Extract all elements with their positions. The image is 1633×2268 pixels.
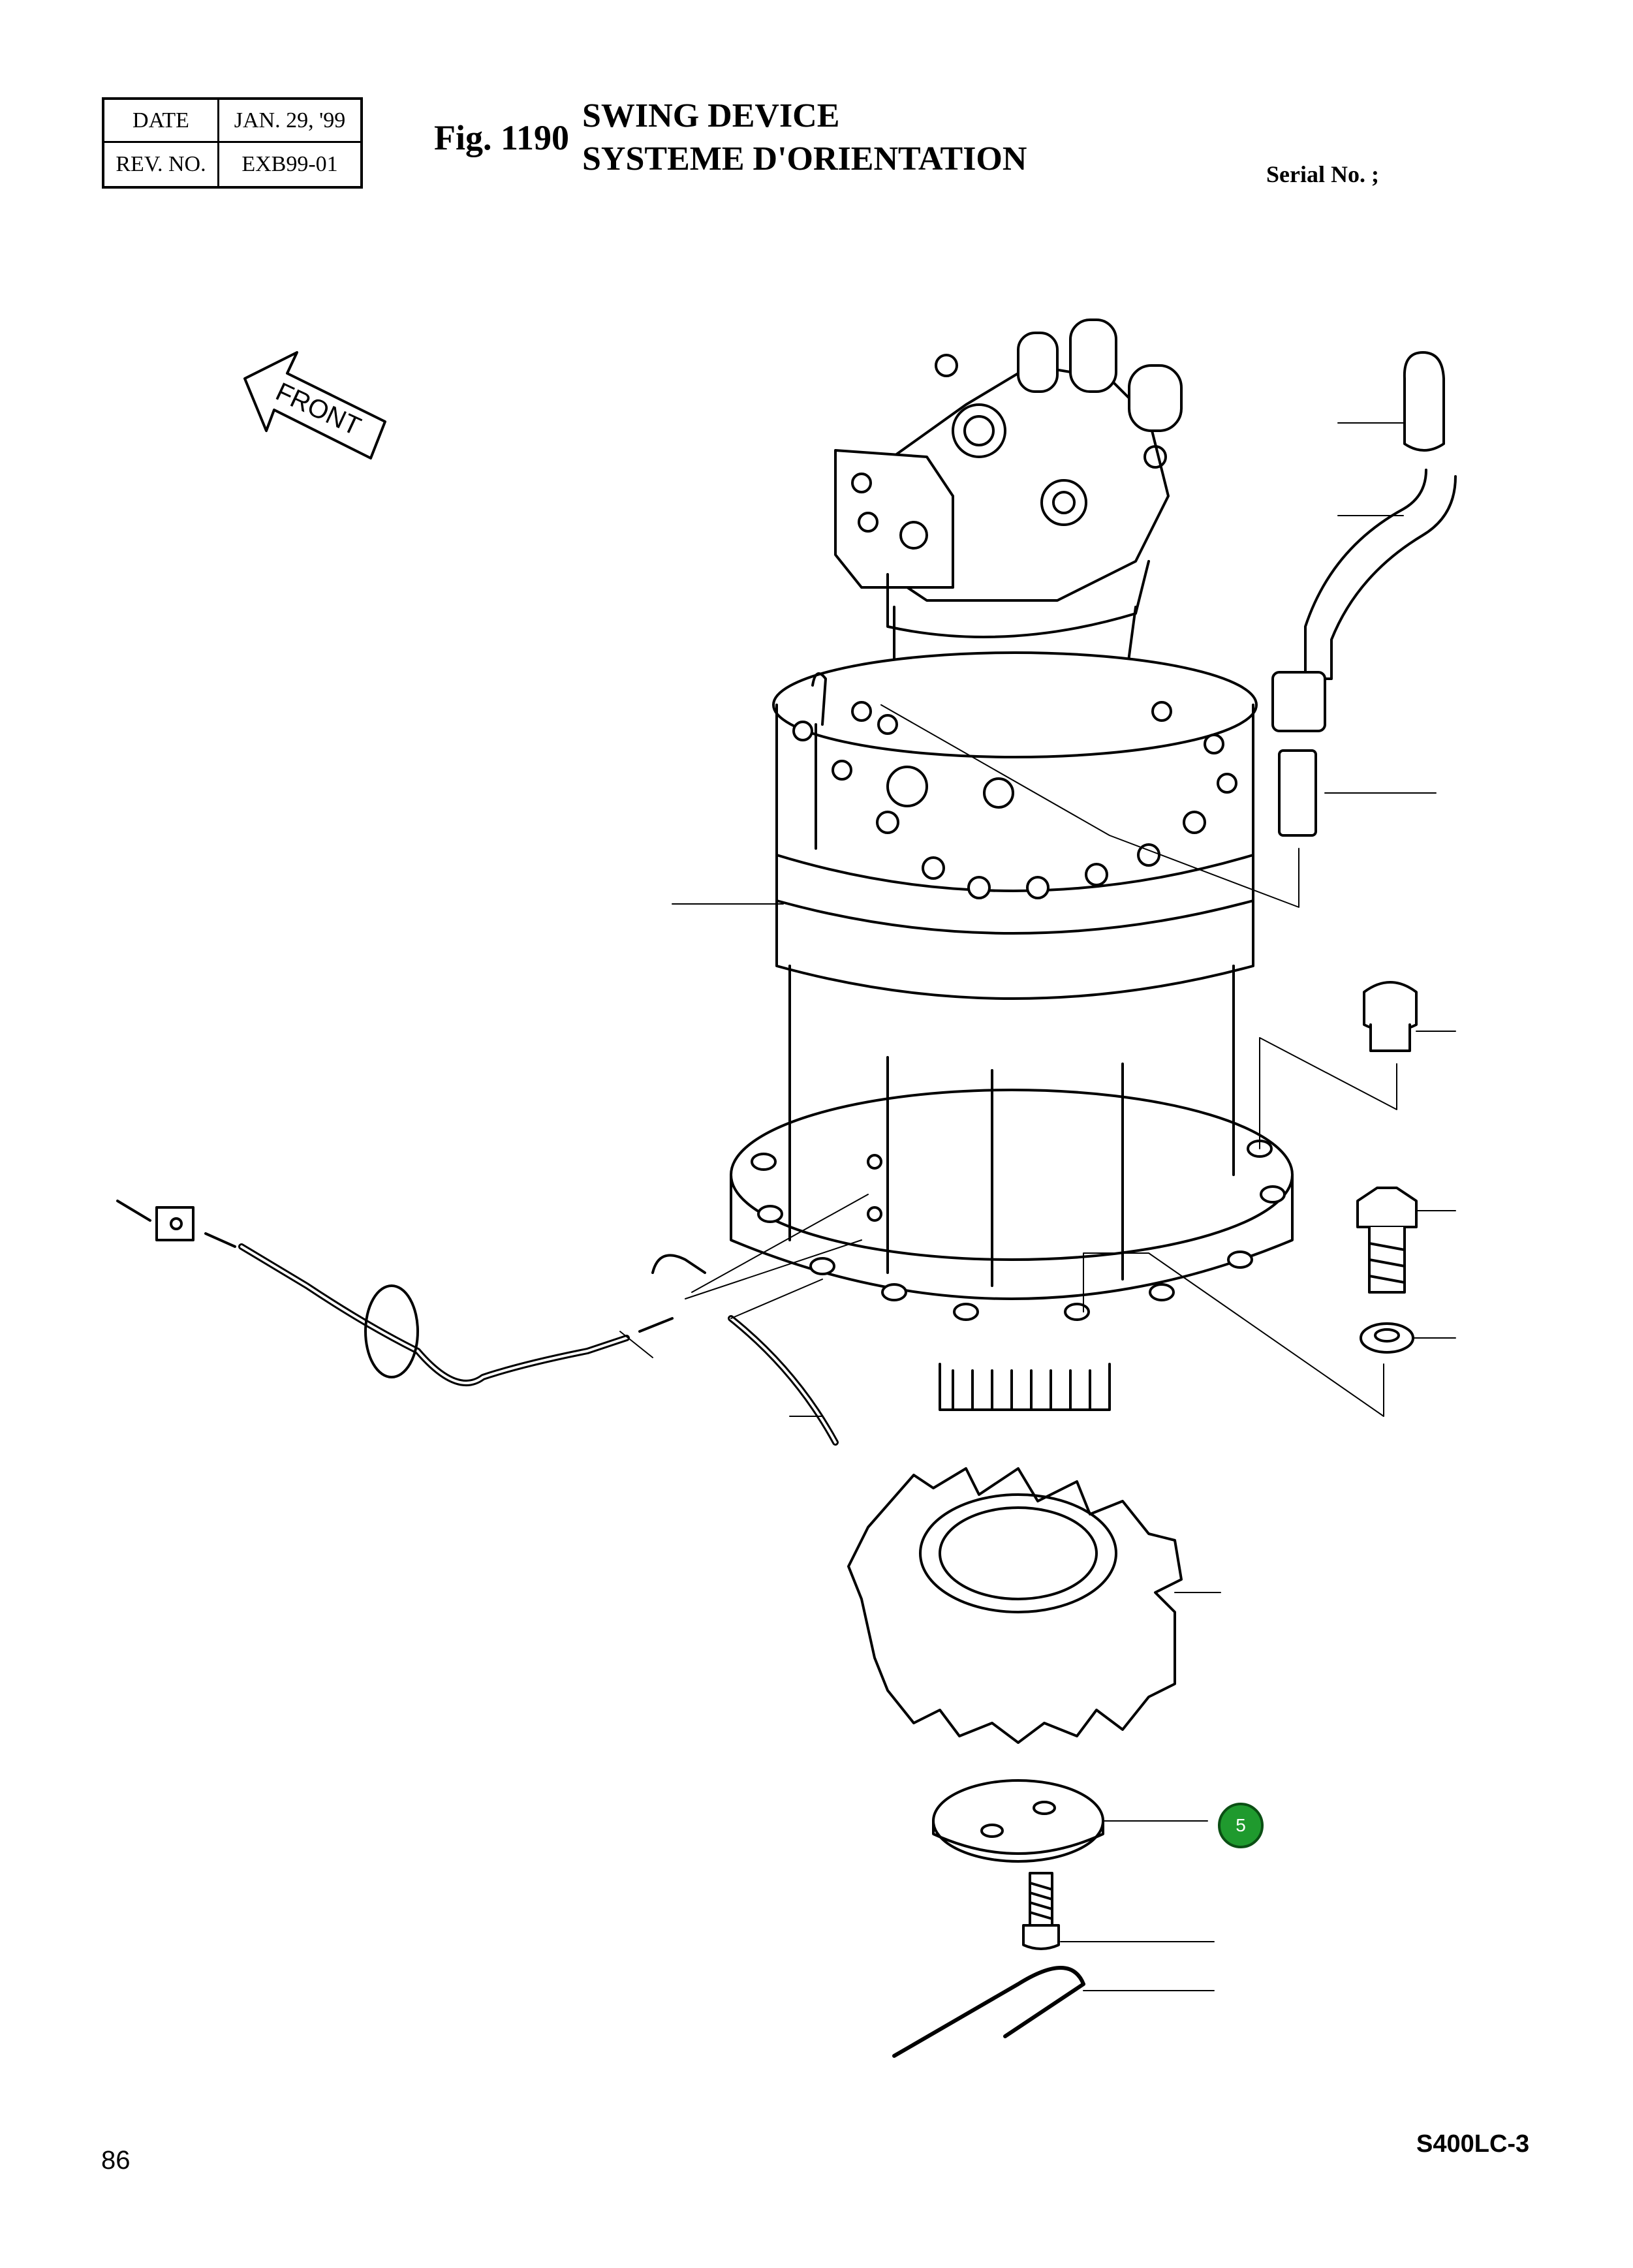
grease-line-assembly (116, 1200, 839, 1446)
model-code: S400LC-3 (1416, 2130, 1530, 2158)
figure-number: Fig. 1190 (434, 118, 570, 157)
rev-value: EXB99-01 (241, 152, 338, 176)
callout-badge-5[interactable]: 5 (1218, 1803, 1264, 1848)
front-arrow-icon: FRONT (243, 351, 386, 459)
serial-number-label: Serial No. ; (1266, 161, 1379, 187)
revision-table: DATE JAN. 29, '99 REV. NO. EXB99-01 (102, 97, 363, 189)
pinion-gear (847, 1467, 1183, 1744)
date-label: DATE (104, 100, 219, 143)
rev-label: REV. NO. (104, 143, 219, 186)
leader-lines (619, 422, 1456, 1991)
reduction-gear-housing (772, 606, 1258, 1000)
figure-title-english: SWING DEVICE (582, 97, 840, 134)
swing-motor-valve-block (834, 318, 1183, 638)
lock-wire (892, 1966, 1085, 2058)
swing-casing-flange (730, 965, 1294, 1321)
plate-bolt (1022, 1872, 1060, 1950)
thrust-plate (932, 1779, 1104, 1863)
right-side-parts (1271, 351, 1457, 1354)
page-number: 86 (101, 2146, 131, 2175)
figure-title-french: SYSTEME D'ORIENTATION (582, 140, 1027, 178)
date-value: JAN. 29, '99 (219, 100, 360, 143)
pinion-shaft (939, 1363, 1111, 1411)
